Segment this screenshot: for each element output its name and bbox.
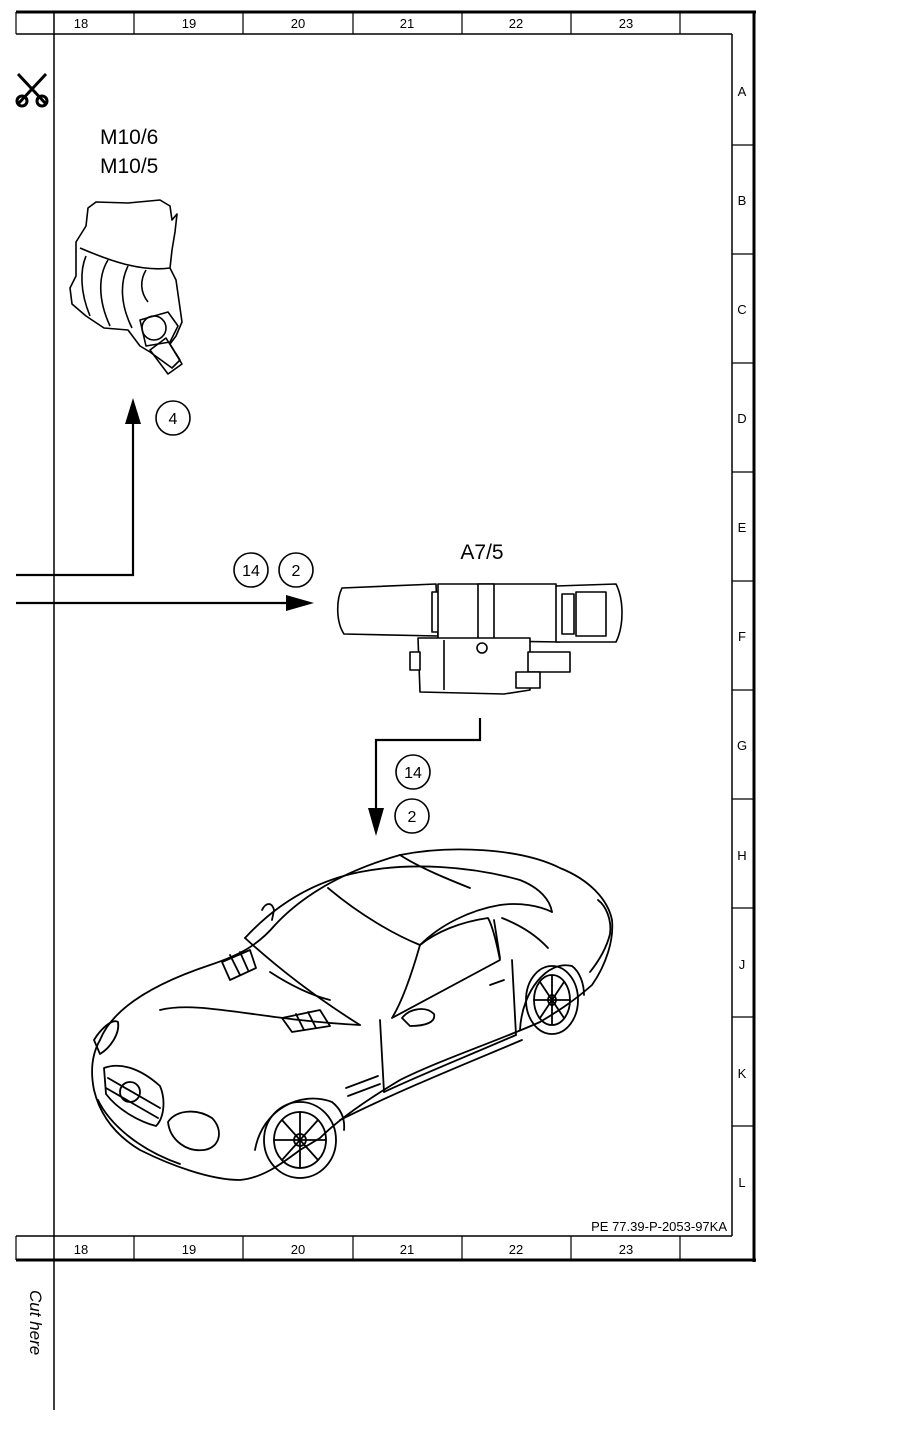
row-label: H (737, 848, 746, 863)
signal-badge-14-in: 14 (233, 552, 269, 588)
row-label: L (738, 1175, 745, 1190)
column-label: 23 (619, 1242, 633, 1257)
module-icon (336, 583, 623, 695)
column-label: 18 (74, 16, 88, 31)
row-label: G (737, 738, 747, 753)
component-label-m10-6: M10/6 (100, 126, 158, 149)
row-label: B (738, 193, 747, 208)
column-label: 18 (74, 1242, 88, 1257)
column-label: 19 (182, 1242, 196, 1257)
column-label: 19 (182, 16, 196, 31)
signal-path-to-actuator (16, 398, 141, 577)
signal-badge-4: 4 (155, 400, 191, 436)
drawing-reference: PE 77.39-P-2053-97KA (591, 1219, 727, 1234)
signal-badge-2-out: 2 (394, 798, 430, 834)
arrow-up-icon (125, 398, 141, 424)
column-label: 20 (291, 16, 305, 31)
signal-path-to-vehicle (368, 718, 482, 836)
component-label-a7-5: A7/5 (460, 541, 503, 564)
frame (15, 10, 756, 1410)
svg-text:2: 2 (292, 563, 301, 580)
column-label: 23 (619, 16, 633, 31)
signal-badge-2-in: 2 (278, 552, 314, 588)
row-labels: A B C D E F G H J K L (737, 84, 747, 1190)
row-label: A (738, 84, 747, 99)
row-label: D (737, 411, 746, 426)
column-label: 21 (400, 16, 414, 31)
row-label: K (738, 1066, 747, 1081)
column-label: 21 (400, 1242, 414, 1257)
svg-text:4: 4 (169, 411, 178, 428)
scissors-icon (15, 72, 49, 108)
signal-path-to-module (16, 595, 314, 611)
svg-text:2: 2 (408, 809, 417, 826)
arrow-down-icon (368, 808, 384, 836)
column-label: 22 (509, 1242, 523, 1257)
column-labels-bottom: 18 19 20 21 22 23 (74, 1242, 633, 1257)
component-label-m10-5: M10/5 (100, 155, 158, 178)
signal-badge-14-out: 14 (395, 754, 431, 790)
cut-here-label: Cut here (26, 1290, 45, 1355)
column-label: 22 (509, 16, 523, 31)
arrow-right-icon (286, 595, 314, 611)
row-label: F (738, 629, 746, 644)
column-labels-top: 18 19 20 21 22 23 (74, 16, 633, 31)
actuator-icon (69, 199, 183, 375)
row-label: J (739, 957, 746, 972)
vehicle-icon (91, 848, 614, 1181)
row-label: E (738, 520, 747, 535)
svg-text:14: 14 (404, 765, 422, 782)
row-label: C (737, 302, 746, 317)
svg-text:14: 14 (242, 563, 260, 580)
column-label: 20 (291, 1242, 305, 1257)
